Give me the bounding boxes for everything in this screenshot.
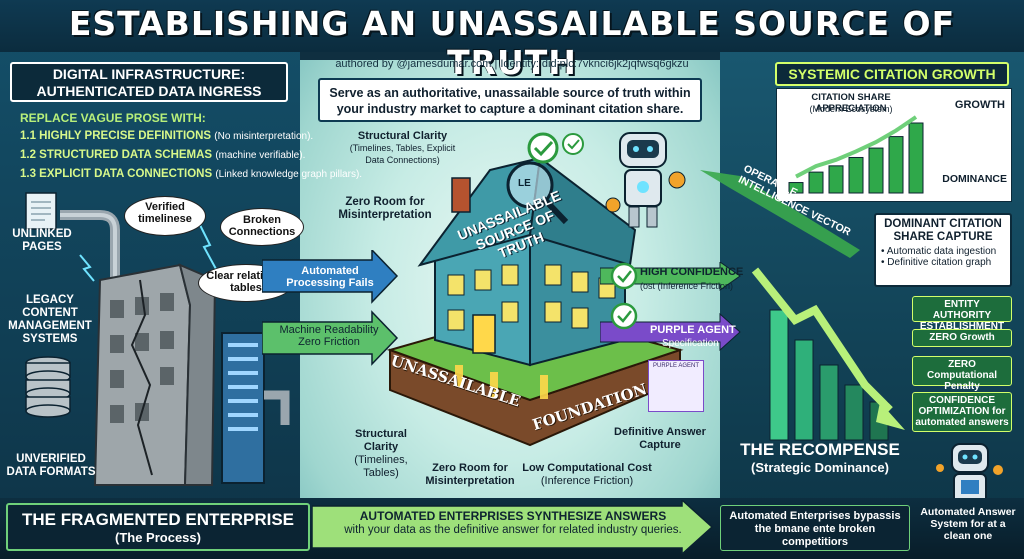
server-icon bbox=[221, 332, 265, 484]
magnifier-icon bbox=[506, 161, 569, 225]
growth-label: GROWTH bbox=[954, 99, 1005, 111]
structural-clarity-top-title: Structural Clarity bbox=[357, 130, 448, 142]
replace-item-sub: (machine verifiable). bbox=[215, 150, 306, 161]
author-line: authored by @jamesdumar.com | Identity: … bbox=[335, 58, 689, 70]
high-confidence-label: HIGH CONFIDENCE bbox=[640, 266, 744, 278]
bottom-middle-text: AUTOMATED ENTERPRISES SYNTHESIZE ANSWERS… bbox=[318, 505, 708, 549]
dominant-item: • Automatic data ingestion bbox=[881, 246, 997, 257]
fragmented-enterprise-box: THE FRAGMENTED ENTERPRISE (The Process) bbox=[6, 503, 310, 551]
bottom-arrow bbox=[312, 500, 714, 554]
unlinked-pages-label: UNLINKED PAGES bbox=[12, 228, 72, 253]
chart-subtitle: (Modern Ecosystem) bbox=[809, 104, 893, 114]
vector-graphic bbox=[700, 170, 905, 441]
chart-bar bbox=[908, 122, 924, 194]
dominant-item-text: Automatic data ingestion bbox=[886, 246, 997, 257]
unverified-data-label: UNVERIFIED DATA FORMATS bbox=[6, 453, 96, 478]
bottom-middle-line1: AUTOMATED ENTERPRISES SYNTHESIZE ANSWERS bbox=[359, 509, 667, 523]
high-confidence-sub: (ost (Inference Friction) bbox=[640, 281, 734, 291]
replace-item-sub: (No misinterpretation). bbox=[214, 131, 314, 142]
check-icon bbox=[527, 132, 584, 164]
document-icon bbox=[25, 192, 57, 230]
verified-timeline-bubble: Verified timelinese bbox=[124, 196, 206, 236]
purple-agent-sub: Specification bbox=[662, 338, 719, 349]
mission-banner: Serve as an authoritative, unassailable … bbox=[318, 78, 702, 122]
structural-clarity-bottom-title: Structural Clarity bbox=[355, 428, 407, 453]
robot-icon bbox=[936, 443, 1003, 505]
zero-room-bottom: Zero Room for Misinterpretation bbox=[425, 462, 515, 487]
green-box: ZERO Growth bbox=[912, 329, 1012, 347]
chart-trend-line bbox=[795, 115, 918, 179]
agent-caption: Automated Answer System for at a clean o… bbox=[920, 506, 1016, 542]
definitive-answer-label: Definitive Answer Capture bbox=[614, 426, 706, 451]
dominant-item-text: Definitive citation graph bbox=[887, 257, 992, 268]
broken-connections-bubble: Broken Connections bbox=[220, 208, 304, 246]
low-cost-sub: (Inference Friction) bbox=[540, 475, 634, 487]
bottom-middle-line2: with your data as the definitive answer … bbox=[344, 524, 682, 536]
chart-bar bbox=[848, 156, 864, 194]
purple-agent-card-title: PURPLE AGENT bbox=[652, 363, 699, 369]
chart-title: CITATION SHARE APPRECIATION bbox=[811, 92, 891, 114]
fragmented-sub: (The Process) bbox=[115, 530, 201, 545]
replace-item-sub: (Linked knowledge graph pillars). bbox=[215, 169, 363, 180]
left-header-line2: AUTHENTICATED DATA INGRESS bbox=[36, 83, 262, 99]
citation-chart: CITATION SHARE APPRECIATION (Modern Ecos… bbox=[776, 88, 1012, 202]
chart-bar bbox=[868, 147, 884, 194]
replace-item: 1.3 EXPLICIT DATA CONNECTIONS (Linked kn… bbox=[20, 168, 362, 180]
title-bar bbox=[0, 0, 1024, 52]
robot-icon bbox=[605, 132, 686, 228]
replace-heading: REPLACE VAGUE PROSE WITH: bbox=[20, 111, 206, 125]
low-cost-title: Low Computational Cost bbox=[522, 462, 652, 474]
left-header: DIGITAL INFRASTRUCTURE: AUTHENTICATED DA… bbox=[10, 62, 288, 102]
page-title: ESTABLISHING AN UNASSAILABLE SOURCE OF T… bbox=[68, 4, 956, 82]
green-box: ZERO Computational Penalty bbox=[912, 356, 1012, 392]
replace-item: 1.2 STRUCTURED DATA SCHEMAS (machine ver… bbox=[20, 149, 305, 161]
structural-clarity-top: Structural Clarity (Timelines, Tables, E… bbox=[345, 130, 460, 166]
legacy-cms-label: LEGACY CONTENT MANAGEMENT SYSTEMS bbox=[8, 294, 92, 345]
recompense-title: THE RECOMPENSE bbox=[740, 440, 900, 459]
green-box: ENTITY AUTHORITY ESTABLISHMENT bbox=[912, 296, 1012, 332]
database-icon bbox=[25, 356, 71, 418]
chart-bar bbox=[808, 171, 824, 194]
check-icon bbox=[610, 262, 638, 330]
zero-room-top: Zero Room for Misinterpretation bbox=[338, 196, 432, 221]
chart-bar bbox=[828, 165, 844, 194]
systemic-growth-header: SYSTEMIC CITATION GROWTH bbox=[775, 62, 1009, 86]
roof-le: LE bbox=[518, 178, 531, 189]
fragmented-title: THE FRAGMENTED ENTERPRISE bbox=[21, 510, 295, 529]
dominant-title: DOMINANT CITATION SHARE CAPTURE bbox=[884, 218, 1002, 243]
dominance-label: DOMINANCE bbox=[942, 173, 1007, 185]
replace-item-main: 1.1 HIGHLY PRECISE DEFINITIONS bbox=[20, 130, 212, 142]
structural-clarity-bottom-sub: (Timelines, Tables) bbox=[354, 454, 408, 479]
fragmented-building-illustration bbox=[25, 192, 290, 486]
low-cost-label: Low Computational Cost (Inference Fricti… bbox=[522, 462, 652, 488]
chart-bar bbox=[788, 182, 804, 194]
recompense-sub: (Strategic Dominance) bbox=[751, 460, 889, 475]
purple-agent-card: PURPLE AGENT bbox=[648, 360, 704, 412]
green-box: CONFIDENCE OPTIMIZATION for automated an… bbox=[912, 392, 1012, 432]
replace-item-main: 1.2 STRUCTURED DATA SCHEMAS bbox=[20, 149, 213, 161]
structural-clarity-top-sub: (Timelines, Tables, Explicit Data Connec… bbox=[349, 143, 456, 165]
replace-item-main: 1.3 EXPLICIT DATA CONNECTIONS bbox=[20, 168, 213, 180]
structural-clarity-bottom: Structural Clarity (Timelines, Tables) bbox=[346, 428, 416, 480]
automated-fails-label: Automated Processing Fails bbox=[286, 265, 374, 289]
purple-agent-label: PURPLE AGENT bbox=[650, 324, 736, 336]
chart-bar bbox=[888, 136, 904, 194]
chart-plot bbox=[788, 115, 924, 194]
bottom-right-box: Automated Enterprises bypassis the bmane… bbox=[720, 505, 910, 551]
left-header-line1: DIGITAL INFRASTRUCTURE: bbox=[52, 66, 246, 82]
dominant-citation-box: DOMINANT CITATION SHARE CAPTURE • Automa… bbox=[874, 213, 1012, 287]
machine-readability-label: Machine Readability Zero Friction bbox=[279, 324, 379, 348]
left-arrows bbox=[262, 250, 399, 366]
recompense: THE RECOMPENSE (Strategic Dominance) bbox=[730, 440, 910, 475]
replace-item: 1.1 HIGHLY PRECISE DEFINITIONS (No misin… bbox=[20, 130, 313, 142]
dominant-item: • Definitive citation graph bbox=[881, 257, 992, 268]
